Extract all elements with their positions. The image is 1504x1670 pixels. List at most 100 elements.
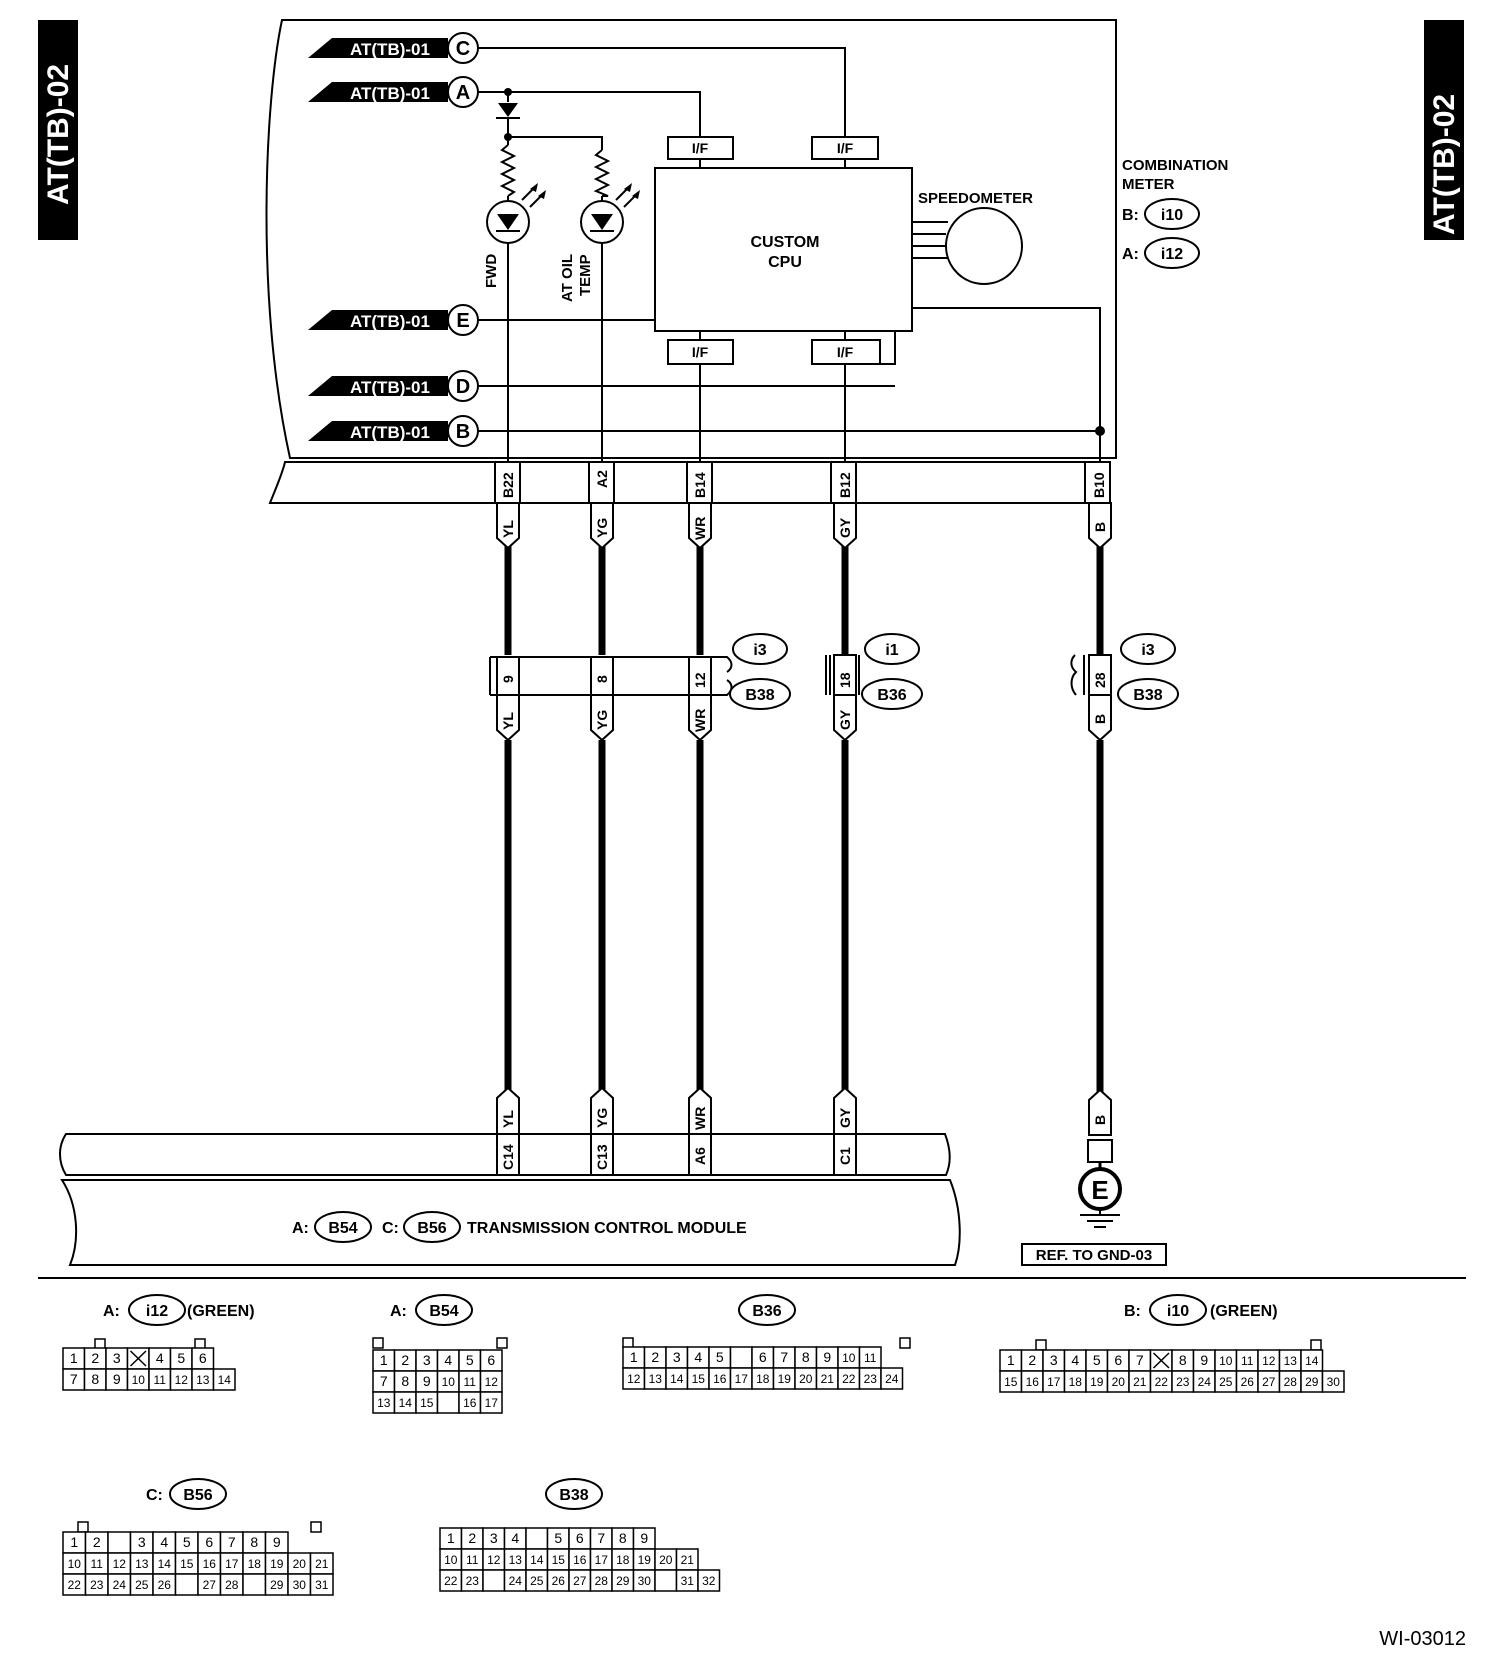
- pin-number: 2: [1028, 1352, 1036, 1368]
- speedometer-label: SPEEDOMETER: [918, 190, 1033, 207]
- pin-number: 3: [138, 1534, 146, 1550]
- pin-number: 23: [90, 1578, 104, 1592]
- pin-number: 7: [380, 1373, 388, 1389]
- pin-cell: [436, 1391, 460, 1414]
- meter-connector-band: [268, 461, 1111, 504]
- cpu-label-2: CPU: [768, 254, 802, 271]
- pin-cell: [525, 1527, 549, 1550]
- wire-color-gy-bot: GY: [837, 1107, 853, 1128]
- wire-color-yg-top: YG: [594, 518, 610, 538]
- pin-number: 23: [466, 1574, 480, 1588]
- meter-conn-a-oval: [1144, 237, 1200, 269]
- pin-number: 22: [68, 1578, 82, 1592]
- junction-1-top: i3: [753, 642, 766, 659]
- pin-number: 11: [864, 1351, 877, 1365]
- junction-3-top-oval: [1120, 633, 1176, 665]
- junction-3-top: i3: [1141, 642, 1154, 659]
- cv-b36-id: B36: [752, 1303, 781, 1320]
- junction-1-bottom: B38: [745, 687, 774, 704]
- pin-number: 8: [802, 1349, 810, 1365]
- junction-2-bottom: B36: [877, 687, 906, 704]
- pin-number: 9: [273, 1534, 281, 1550]
- pin-number: 26: [158, 1578, 172, 1592]
- junction-pin-12: 12: [692, 672, 708, 688]
- junction-pin-8: 8: [594, 675, 610, 683]
- pin-number: 11: [466, 1553, 479, 1567]
- ground-letter: E: [1091, 1175, 1108, 1205]
- pin-number: 3: [113, 1350, 121, 1366]
- signal-tag-d-letter: D: [456, 376, 470, 398]
- pin-number: 8: [91, 1371, 99, 1387]
- pin-number: 29: [1305, 1375, 1319, 1389]
- pin-number: 12: [485, 1375, 499, 1389]
- pin-cell: [654, 1569, 678, 1592]
- pin-number: 1: [380, 1352, 388, 1368]
- meter-conn-b: i10: [1161, 207, 1183, 224]
- pin-number: 5: [177, 1350, 185, 1366]
- wire-color-yl-bot: YL: [500, 1110, 516, 1128]
- meter-title-1: COMBINATION: [1122, 157, 1228, 174]
- pin-number: 9: [423, 1373, 431, 1389]
- junction-connector-3: 28: [1070, 654, 1112, 696]
- tcm-prefix-a: A:: [292, 1220, 309, 1237]
- pin-number: 4: [156, 1350, 164, 1366]
- pin-cell: [107, 1531, 132, 1554]
- pin-number: 15: [692, 1372, 706, 1386]
- connector-ear: [899, 1337, 911, 1349]
- cv-b56-id: B56: [183, 1487, 212, 1504]
- pin-number: 10: [68, 1557, 82, 1571]
- pin-number: 16: [573, 1553, 587, 1567]
- pin-number: 9: [640, 1530, 648, 1546]
- page-tag-left-text: AT(TB)-02: [42, 64, 75, 205]
- pin-number: 4: [694, 1349, 702, 1365]
- pin-number: 7: [70, 1371, 78, 1387]
- pin-number: 23: [864, 1372, 878, 1386]
- signal-tag-b: AT(TB)-01 B: [308, 415, 479, 447]
- wire-color-wr-bot: WR: [692, 1107, 708, 1130]
- pin-number: 14: [218, 1373, 232, 1387]
- tcm-pin-labels: C14 C13 A6 C1: [500, 1144, 853, 1170]
- pin-number: 1: [630, 1349, 638, 1365]
- signal-tag-a-letter: A: [456, 82, 470, 104]
- wire-color-yl-top: YL: [500, 520, 516, 538]
- pin-number: 3: [673, 1349, 681, 1365]
- pin-cell: [479, 1391, 503, 1414]
- pin-number: 7: [1136, 1352, 1144, 1368]
- meter-pin-a2: A2: [594, 470, 610, 488]
- page-tag-right-text: AT(TB)-02: [1428, 94, 1461, 235]
- cv-i12-suffix: (GREEN): [187, 1303, 255, 1320]
- pin-number: 11: [91, 1557, 104, 1571]
- pin-number: 31: [681, 1574, 695, 1588]
- diode-symbol: [498, 103, 518, 117]
- led-at-oil-temp: [580, 183, 640, 244]
- pin-cell: [309, 1573, 334, 1596]
- pin-number: 8: [250, 1534, 258, 1550]
- meter-conn-a: i12: [1161, 246, 1183, 263]
- cv-b54-id: B54: [429, 1303, 458, 1320]
- pin-number: 27: [573, 1574, 587, 1588]
- wire-color-yg-bot: YG: [594, 1108, 610, 1128]
- pin-cell: [242, 1573, 267, 1596]
- pin-number: 8: [401, 1373, 409, 1389]
- pin-number: 12: [1262, 1354, 1276, 1368]
- pin-number: 12: [627, 1372, 641, 1386]
- tcm-conn-c-oval: [403, 1211, 461, 1243]
- meter-conn-b-oval: [1144, 198, 1200, 230]
- pin-number: 30: [638, 1574, 652, 1588]
- pin-number: 32: [702, 1574, 716, 1588]
- interface-box-4: I/F: [811, 339, 881, 365]
- pin-number: 20: [799, 1372, 813, 1386]
- wire-color-wr-top: WR: [692, 517, 708, 540]
- connector-ear: [1310, 1339, 1322, 1351]
- pin-number: 19: [270, 1557, 284, 1571]
- led-oil-label-1: AT OIL: [559, 254, 576, 302]
- pin-number: 7: [228, 1534, 236, 1550]
- pin-number: 21: [681, 1553, 695, 1567]
- junction-pin-18: 18: [837, 672, 853, 688]
- pin-number: 31: [315, 1578, 329, 1592]
- pin-number: 16: [203, 1557, 217, 1571]
